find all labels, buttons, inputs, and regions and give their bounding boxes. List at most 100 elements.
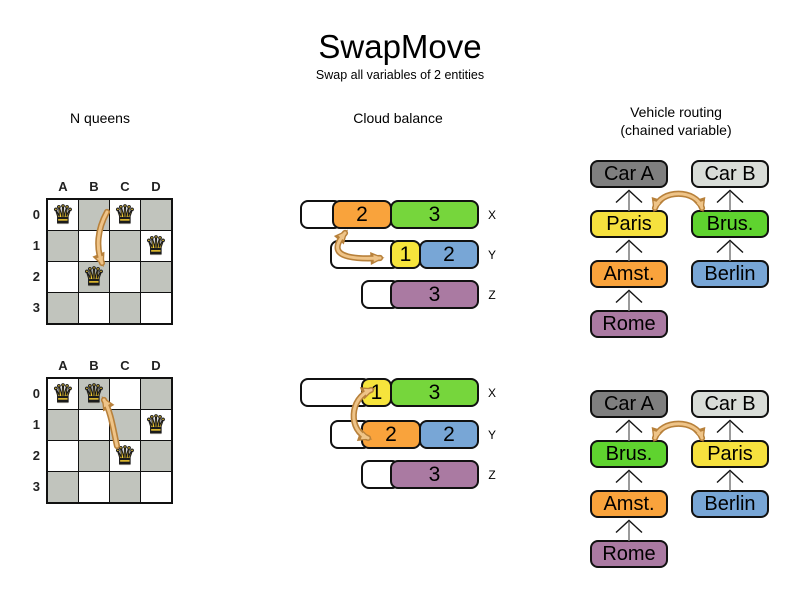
cloud-process-block: 3 <box>390 460 479 489</box>
board-cell-C0 <box>110 379 140 409</box>
board-row-label: 0 <box>32 386 40 401</box>
queen-icon-B2: ♛ <box>82 261 106 291</box>
board-cell-B2 <box>79 441 109 471</box>
vr-box-amst-before: Amst. <box>590 260 668 288</box>
board-row-label: 0 <box>32 207 40 222</box>
cloud-computer-label-Z: Z <box>488 468 496 482</box>
board-cell-C1 <box>110 410 140 440</box>
board-row-label: 3 <box>32 300 40 315</box>
vr-box-brus-after: Brus. <box>590 440 668 468</box>
queen-icon-A0: ♛ <box>51 378 75 408</box>
board-cell-C2: ♛ <box>110 440 140 471</box>
vr-box-paris-before: Paris <box>590 210 668 238</box>
cloud-balance-section-header: Cloud balance <box>353 110 443 126</box>
board-row-label: 1 <box>32 417 40 432</box>
chain-connector-arrowhead <box>716 419 744 434</box>
queen-icon-C2: ♛ <box>113 440 137 470</box>
cloud-computer-label-Y: Y <box>487 248 496 262</box>
chain-connector-arrowhead <box>615 469 643 484</box>
cloud-process-block: 1 <box>390 240 421 269</box>
chain-connector-arrowhead <box>615 419 643 434</box>
board-cell-B3 <box>79 293 109 323</box>
board-row-label: 3 <box>32 479 40 494</box>
board-cell-D3 <box>141 472 171 502</box>
vr-box-amst-after: Amst. <box>590 490 668 518</box>
board-row-label: 1 <box>32 238 40 253</box>
board-cell-B0: ♛ <box>79 378 109 409</box>
vr-box-carb-after: Car B <box>691 390 769 418</box>
board-cell-A2 <box>48 441 78 471</box>
chain-connector-arrowhead <box>716 239 744 254</box>
queen-icon-B0: ♛ <box>82 378 106 408</box>
cloud-computer-label-Z: Z <box>488 288 496 302</box>
board-row-label: 2 <box>32 269 40 284</box>
vr-box-berlin-before: Berlin <box>691 260 769 288</box>
board-column-label: D <box>151 179 161 194</box>
board-cell-A1 <box>48 410 78 440</box>
board-cell-C2 <box>110 262 140 292</box>
board-cell-D0 <box>141 379 171 409</box>
board-column-label: C <box>120 358 130 373</box>
chain-connector-arrowhead <box>615 519 643 534</box>
cloud-process-block: 1 <box>361 378 392 407</box>
vr-box-paris-after: Paris <box>691 440 769 468</box>
vr-box-rome-after: Rome <box>590 540 668 568</box>
board-cell-B0 <box>79 200 109 230</box>
vehicle-swap-arrow-before <box>653 192 704 210</box>
chain-connector-arrowhead <box>716 189 744 204</box>
chain-connector-arrowhead <box>615 289 643 304</box>
board-cell-B2: ♛ <box>79 261 109 292</box>
vr-box-carb-before: Car B <box>691 160 769 188</box>
chain-connector-arrowhead <box>615 239 643 254</box>
board-cell-D2 <box>141 441 171 471</box>
vr-box-rome-before: Rome <box>590 310 668 338</box>
cloud-process-block: 2 <box>419 240 479 269</box>
cloud-computer-label-X: X <box>487 386 496 400</box>
cloud-computer-label-Y: Y <box>487 428 496 442</box>
cloud-process-block: 2 <box>361 420 421 449</box>
board-cell-B3 <box>79 472 109 502</box>
cloud-process-block: 3 <box>390 280 479 309</box>
board-row-label: 2 <box>32 448 40 463</box>
vr-box-cara-after: Car A <box>590 390 668 418</box>
board-cell-B1 <box>79 231 109 261</box>
queen-icon-A0: ♛ <box>51 199 75 229</box>
board-column-label: B <box>89 179 99 194</box>
board-cell-C3 <box>110 472 140 502</box>
queen-icon-D1: ♛ <box>144 230 168 260</box>
board-cell-D1: ♛ <box>141 230 171 261</box>
queen-icon-C0: ♛ <box>113 199 137 229</box>
board-cell-A1 <box>48 231 78 261</box>
board-cell-A2 <box>48 262 78 292</box>
queen-icon-D1: ♛ <box>144 409 168 439</box>
nqueens-section-header: N queens <box>70 110 130 126</box>
vr-box-brus-before: Brus. <box>691 210 769 238</box>
board-cell-A3 <box>48 472 78 502</box>
cloud-process-block: 3 <box>390 200 479 229</box>
vehicle-routing-section-header: Vehicle routing <box>630 104 722 120</box>
vehicle-swap-arrow-after <box>651 420 706 443</box>
board-column-label: A <box>58 179 68 194</box>
board-cell-A0: ♛ <box>48 199 78 230</box>
board-cell-C0: ♛ <box>110 199 140 230</box>
vr-box-cara-before: Car A <box>590 160 668 188</box>
cloud-process-block: 2 <box>332 200 392 229</box>
page-subtitle: Swap all variables of 2 entities <box>315 68 485 82</box>
board-cell-B1 <box>79 410 109 440</box>
vehicle-swap-arrow-before <box>651 190 706 213</box>
cloud-process-block: 3 <box>390 378 479 407</box>
vehicle-routing-section-subheader: (chained variable) <box>620 122 732 138</box>
board-column-label: D <box>151 358 161 373</box>
chain-connector-arrowhead <box>615 189 643 204</box>
vr-box-berlin-after: Berlin <box>691 490 769 518</box>
board-column-label: B <box>89 358 99 373</box>
board-column-label: C <box>120 179 130 194</box>
chess-board-before: ♛♛♛♛ <box>46 198 173 325</box>
cloud-computer-label-X: X <box>487 208 496 222</box>
board-cell-C1 <box>110 231 140 261</box>
page-title: SwapMove <box>318 28 482 65</box>
vehicle-swap-arrow-after <box>653 422 704 440</box>
cloud-process-block: 2 <box>419 420 479 449</box>
board-cell-A0: ♛ <box>48 378 78 409</box>
